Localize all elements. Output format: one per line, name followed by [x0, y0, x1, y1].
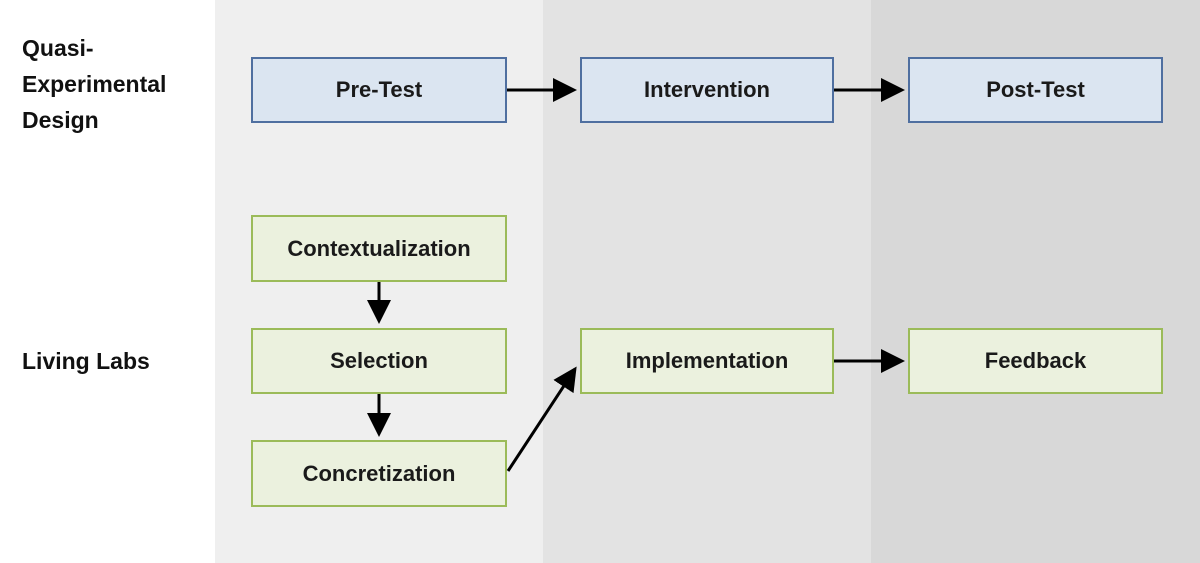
step-concretization: Concretization [251, 440, 507, 507]
step-pre-test: Pre-Test [251, 57, 507, 123]
row-label-quasi-experimental-design: Quasi- Experimental Design [22, 30, 212, 138]
row-label-line: Experimental [22, 71, 167, 97]
row-label-living-labs: Living Labs [22, 348, 150, 374]
step-feedback: Feedback [908, 328, 1163, 394]
step-selection: Selection [251, 328, 507, 394]
step-post-test: Post-Test [908, 57, 1163, 123]
row-label-line: Design [22, 107, 99, 133]
row-label-line: Quasi- [22, 35, 94, 61]
step-implementation: Implementation [580, 328, 834, 394]
step-contextualization: Contextualization [251, 215, 507, 282]
step-intervention: Intervention [580, 57, 834, 123]
